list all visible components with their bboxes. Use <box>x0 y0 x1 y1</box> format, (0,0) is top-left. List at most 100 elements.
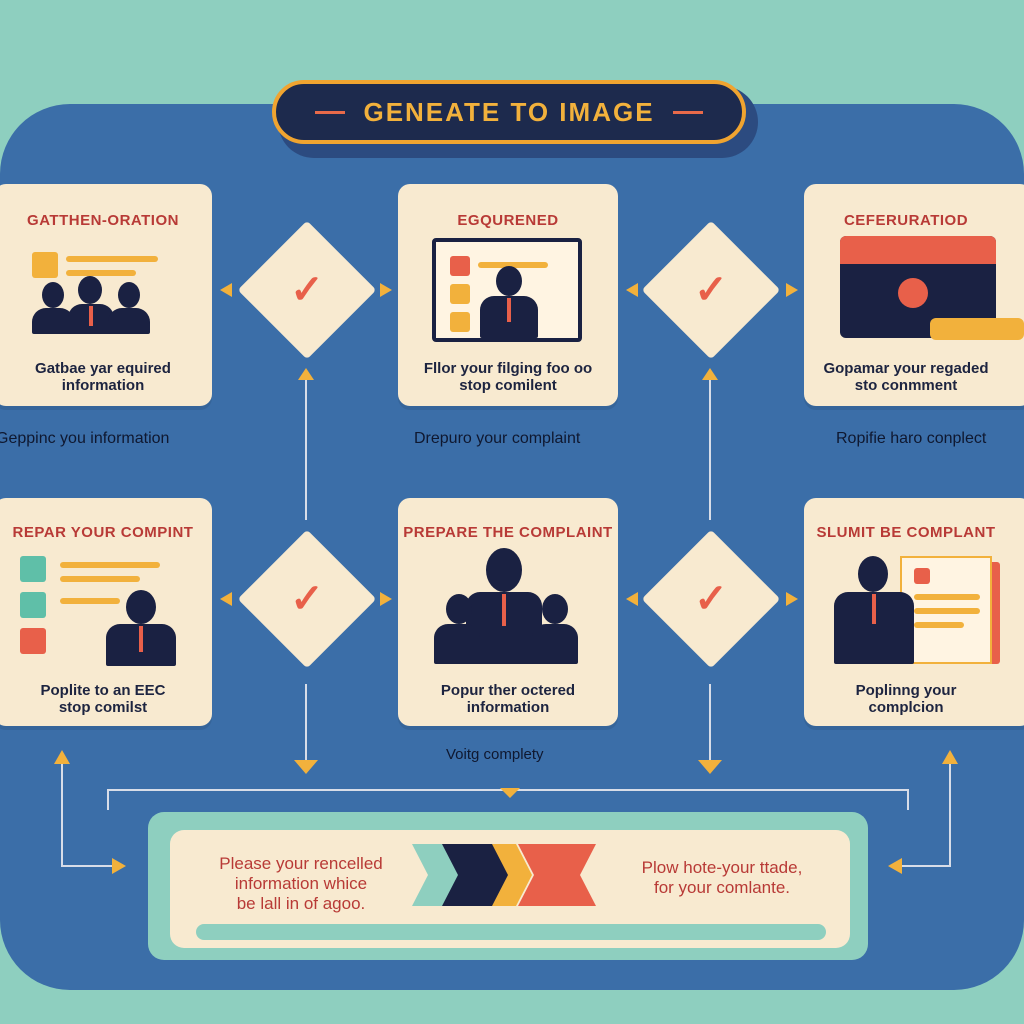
title-dash-left <box>315 110 346 114</box>
tie-icon <box>89 306 93 326</box>
v-arrow-down-1 <box>294 760 318 774</box>
page-title: GENEATE TO IMAGE <box>363 96 655 127</box>
person-icon <box>42 282 64 308</box>
step-desc-line-2: stop comilst <box>58 699 148 716</box>
step-card-confirm: CEFERURATIOD Gopamar your regaded sto co… <box>804 184 1024 406</box>
step-desc-line-2: stop comilent <box>459 377 557 394</box>
person-body <box>108 308 150 334</box>
check-icon: ✓ <box>290 577 324 621</box>
person-icon <box>446 594 472 624</box>
text-line <box>478 262 548 268</box>
final-left-line-3: be lall in of agoo. <box>236 894 366 913</box>
step-title: GATTHEN-ORATION <box>27 212 179 229</box>
arrow-right-4 <box>786 592 798 606</box>
final-left-line-1: Please your rencelled <box>219 854 383 873</box>
step-caption: Ropifie haro conplect <box>836 430 987 447</box>
right-loop <box>902 760 951 867</box>
text-line <box>66 270 136 276</box>
right-loop-arrow-left <box>888 858 902 874</box>
tie-icon <box>507 298 511 322</box>
card-stripe <box>840 236 996 264</box>
step-card-prepare-complaint: PREPARE THE COMPLAINT Popur ther octered… <box>398 498 618 726</box>
step-title: REPAR YOUR COMPINT <box>12 524 194 541</box>
progress-bar <box>196 924 826 940</box>
checkbox-icon <box>450 312 470 332</box>
bracket-arrow <box>500 788 520 798</box>
title-dash-right <box>672 110 703 114</box>
person-icon <box>118 282 140 308</box>
step-desc-line-1: Popur ther octered <box>440 682 576 699</box>
person-body <box>32 308 74 334</box>
final-right-line-2: for your comlante. <box>653 878 791 897</box>
person-icon <box>126 590 156 624</box>
step-desc-line-1: Gopamar your regaded <box>823 360 989 377</box>
final-left-line-2: information whice <box>234 874 368 893</box>
step-caption: Drepuro your complaint <box>414 430 581 447</box>
tie-icon <box>502 594 506 626</box>
mid-caption: Voitg complety <box>446 746 544 763</box>
step-desc-line-1: Poplinng your <box>855 682 957 699</box>
check-icon: ✓ <box>694 268 728 312</box>
step-desc-line-2: sto conmment <box>854 377 958 394</box>
right-loop-arrow-up <box>942 750 958 764</box>
step-desc-line-2: complcion <box>868 699 944 716</box>
v-arrow-down-2 <box>698 760 722 774</box>
step-title: EGQURENED <box>457 212 559 229</box>
step-title: PREPARE THE COMPLAINT <box>403 524 613 541</box>
ribbon-icon <box>412 844 596 906</box>
person-icon <box>858 556 888 592</box>
tie-icon <box>872 594 876 624</box>
title-banner: GENEATE TO IMAGE <box>272 80 746 144</box>
arrow-left-1 <box>220 283 232 297</box>
arrow-left-2 <box>626 283 638 297</box>
checkbox-icon <box>914 568 930 584</box>
check-circle-icon <box>898 278 928 308</box>
pencil-icon <box>930 318 1024 340</box>
checkbox-icon <box>20 592 46 618</box>
step-desc-line-1: Fllor your filging foo oo <box>423 360 593 377</box>
left-loop-arrow-up <box>54 750 70 764</box>
check-icon: ✓ <box>694 577 728 621</box>
step-card-prepare: EGQURENED Fllor your filging foo oo stop… <box>398 184 618 406</box>
text-line <box>66 256 158 262</box>
text-line <box>60 562 160 568</box>
person-icon <box>78 276 102 304</box>
left-loop <box>61 760 112 867</box>
step-desc-line-2: information <box>61 377 145 394</box>
checkbox-icon <box>20 628 46 654</box>
step-caption: Geppinc you information <box>0 430 170 447</box>
checkbox-icon <box>450 284 470 304</box>
final-right-line-1: Plow hote-your ttade, <box>641 858 803 877</box>
v-arrow-up-1 <box>298 368 314 380</box>
step-card-repair: REPAR YOUR COMPINT Poplite to an EEC sto… <box>0 498 212 726</box>
arrow-right-1 <box>380 283 392 297</box>
checkbox-icon <box>450 256 470 276</box>
step-desc-line-1: Poplite to an EEC <box>40 682 166 699</box>
arrow-right-3 <box>380 592 392 606</box>
person-icon <box>496 266 522 296</box>
person-body <box>532 624 578 664</box>
person-body <box>434 624 480 664</box>
step-desc-line-2: information <box>466 699 550 716</box>
person-icon <box>486 548 522 592</box>
person-icon <box>542 594 568 624</box>
tie-icon <box>139 626 143 652</box>
arrow-left-3 <box>220 592 232 606</box>
step-title: CEFERURATIOD <box>843 212 969 229</box>
arrow-right-2 <box>786 283 798 297</box>
arrow-left-4 <box>626 592 638 606</box>
checkbox-icon <box>32 252 58 278</box>
step-desc-line-1: Gatbae yar equired <box>35 360 171 377</box>
text-line <box>60 598 120 604</box>
step-card-gather: GATTHEN-ORATION Gatbae yar equired infor… <box>0 184 212 406</box>
text-line <box>60 576 140 582</box>
v-arrow-up-2 <box>702 368 718 380</box>
left-loop-arrow-right <box>112 858 126 874</box>
text-line <box>914 622 964 628</box>
checkbox-icon <box>20 556 46 582</box>
step-card-submit: SLUMIT BE COMPLANT Poplinng your complci… <box>804 498 1024 726</box>
step-title: SLUMIT BE COMPLANT <box>816 524 996 541</box>
text-line <box>914 608 980 614</box>
text-line <box>914 594 980 600</box>
